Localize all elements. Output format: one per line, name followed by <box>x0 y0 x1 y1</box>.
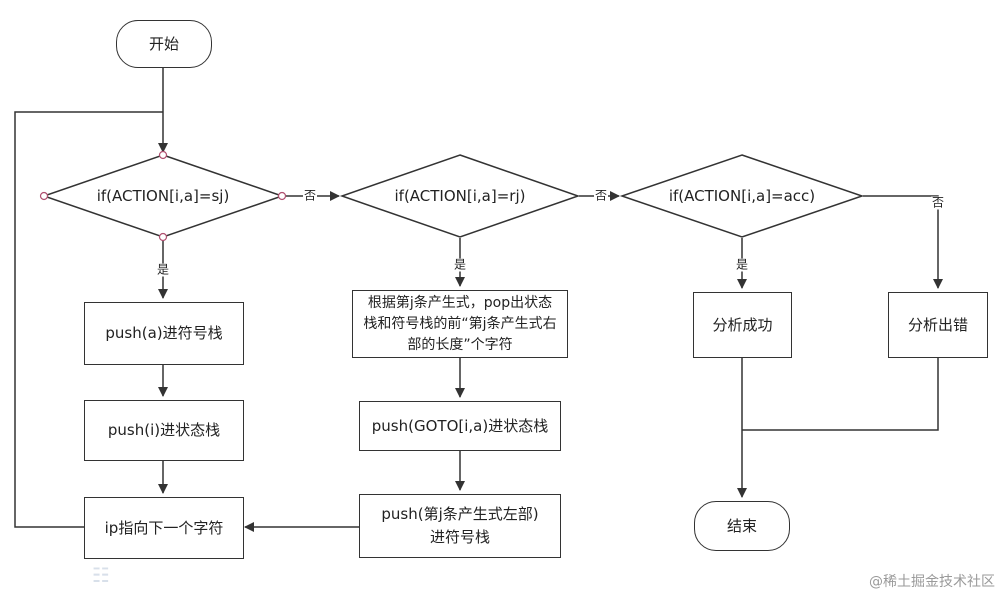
end-terminal: 结束 <box>694 501 790 551</box>
error-box: 分析出错 <box>888 292 988 358</box>
shift-decision-label: if(ACTION[i,a]=sj) <box>96 187 230 205</box>
push-lhs-label: push(第j条产生式左部)进符号栈 <box>381 505 539 546</box>
shift-no-label: 否 <box>302 188 318 203</box>
push-lhs-box: push(第j条产生式左部)进符号栈 <box>359 494 561 558</box>
push-goto-label: push(GOTO[i,a)进状态栈 <box>371 416 549 435</box>
connection-dot-top <box>158 150 168 160</box>
reduce-yes-label: 是 <box>452 257 468 272</box>
connection-dot-left <box>39 191 49 201</box>
success-box: 分析成功 <box>693 292 792 358</box>
start-label: 开始 <box>148 34 179 53</box>
pop-stacks-box: 根据第j条产生式，pop出状态栈和符号栈的前“第j条产生式右部的长度”个字符 <box>352 290 568 358</box>
push-symbol-box: push(a)进符号栈 <box>84 302 244 365</box>
reduce-no-label: 否 <box>593 188 609 203</box>
connection-dot-right <box>277 191 287 201</box>
advance-pointer-label: ip指向下一个字符 <box>104 518 224 537</box>
success-label: 分析成功 <box>712 315 773 334</box>
start-terminal: 开始 <box>116 20 212 68</box>
push-state-box: push(i)进状态栈 <box>84 400 244 461</box>
accept-decision-label: if(ACTION[i,a]=acc) <box>668 187 816 205</box>
push-goto-box: push(GOTO[i,a)进状态栈 <box>359 401 561 451</box>
advance-pointer-box: ip指向下一个字符 <box>84 497 244 559</box>
reduce-decision-label: if(ACTION[i,a]=rj) <box>394 187 526 205</box>
watermark: @稀土掘金技术社区 <box>869 574 995 590</box>
push-symbol-label: push(a)进符号栈 <box>105 324 223 342</box>
push-state-label: push(i)进状态栈 <box>107 421 221 439</box>
arrow-accept-no <box>863 195 943 289</box>
accept-decision-diamond <box>619 154 865 238</box>
shift-yes-label: 是 <box>155 262 171 277</box>
loop-back-connector <box>14 111 163 528</box>
error-label: 分析出错 <box>907 315 968 334</box>
end-label: 结束 <box>726 516 757 535</box>
accept-no-label: 否 <box>930 195 946 210</box>
pop-stacks-label: 根据第j条产生式，pop出状态栈和符号栈的前“第j条产生式右部的长度”个字符 <box>363 294 557 353</box>
connection-dot-bottom <box>158 232 168 242</box>
faint-app-icon: ☷ <box>92 563 110 587</box>
connector-error-merge <box>742 358 939 431</box>
accept-yes-label: 是 <box>734 257 750 272</box>
reduce-decision-diamond <box>339 154 581 238</box>
